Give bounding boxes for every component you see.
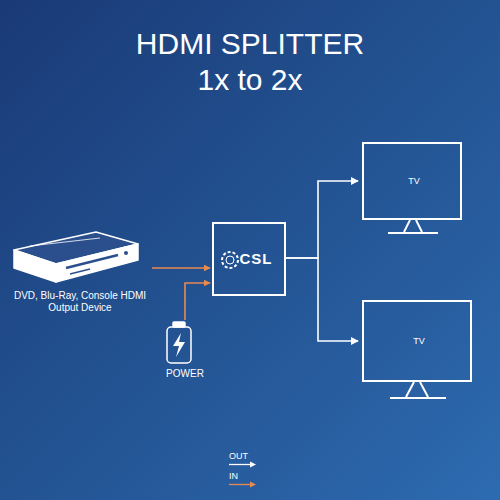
logo-ring [222,252,238,268]
legend-label: OUT [229,451,248,461]
output-arrow [286,181,358,258]
tv-screen: TV [362,300,472,382]
power-illustration [167,322,191,363]
legend: OUT IN [229,451,257,491]
tv-stand [388,220,446,398]
source-device: DVD, Blu-Ray, Console HDMI Output Device [8,230,152,314]
splitter-box: CSL [212,222,286,296]
legend-arrow-sample [229,461,257,468]
tv-label: TV [413,336,425,347]
input-arrow [185,283,210,320]
power-supply: POWER [150,318,220,380]
legend-item: IN [229,471,257,488]
player-illustration [14,232,138,282]
brand-logo-text: CSL [240,250,273,268]
tv-screen: TV [362,142,462,220]
legend-label: IN [229,471,238,481]
device-caption: POWER [150,368,220,380]
legend-arrow-sample [229,481,257,488]
diagram-title: HDMI SPLITTER 1x to 2x [125,26,375,98]
output-arrow [286,258,358,341]
tv-label: TV [408,176,420,187]
input-arrow [152,267,210,269]
legend-item: OUT [229,451,257,468]
device-caption: DVD, Blu-Ray, Console HDMI Output Device [8,290,152,314]
